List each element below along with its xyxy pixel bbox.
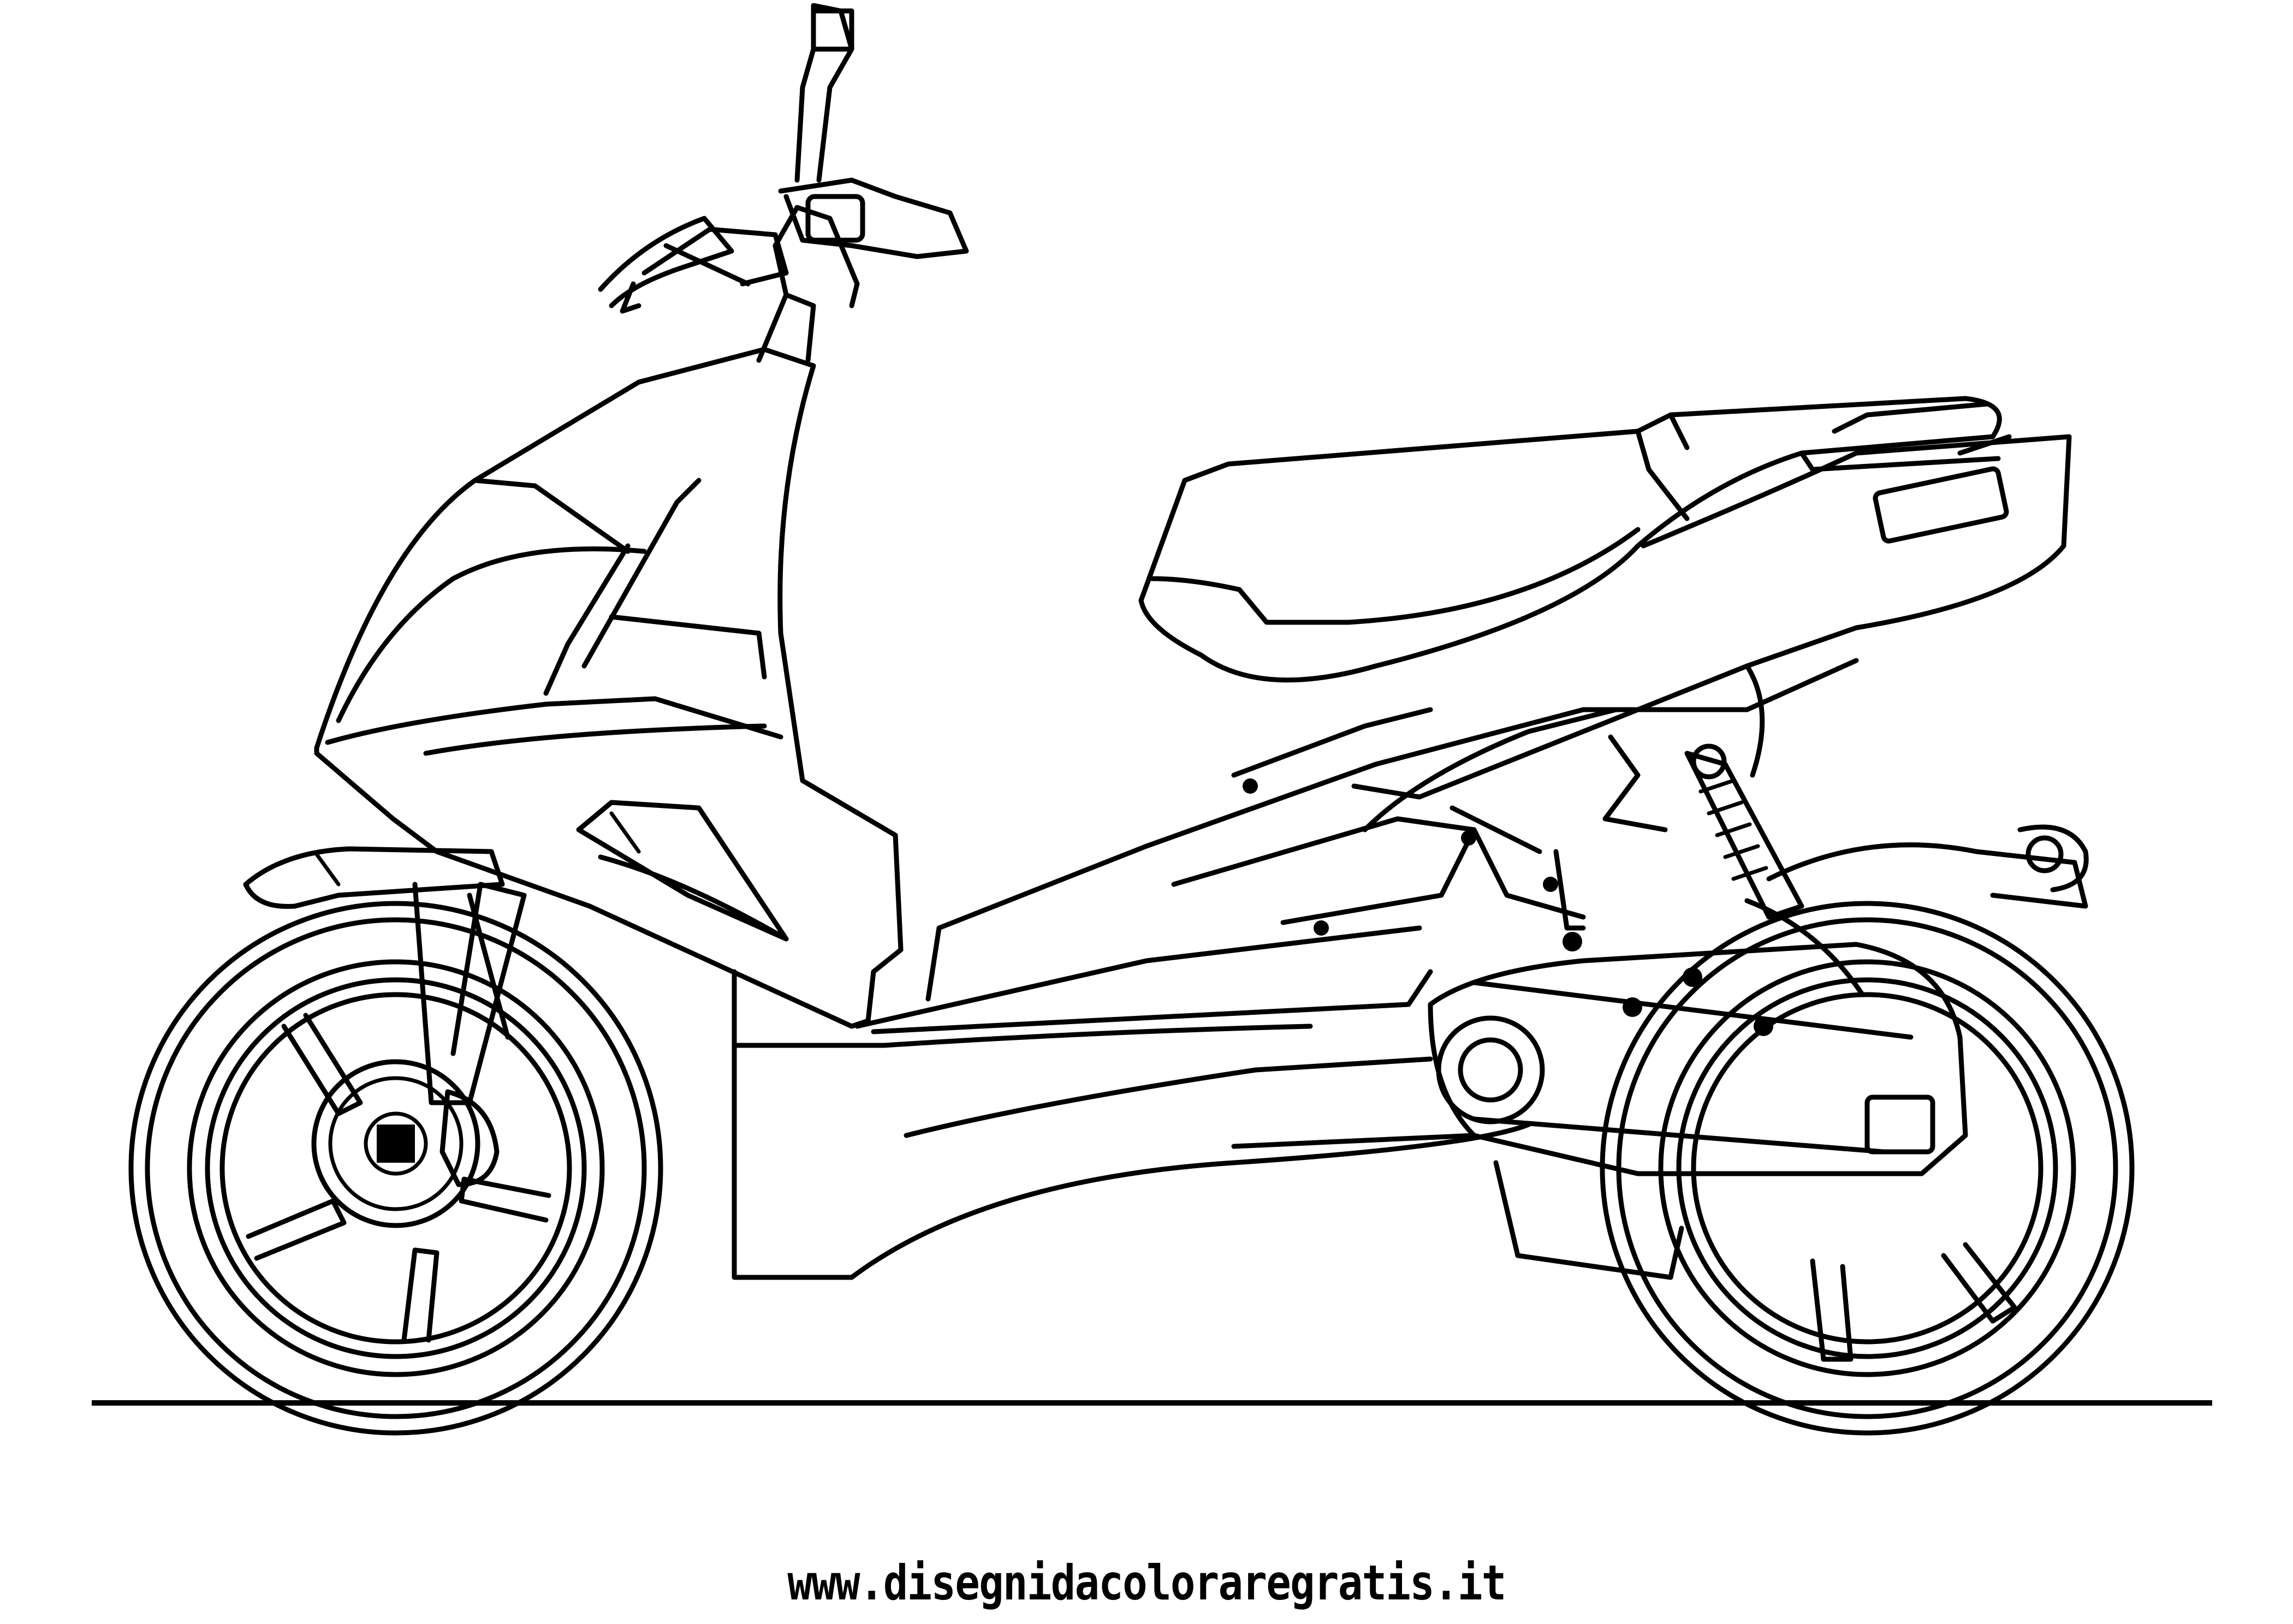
brake-disc [311,1059,480,1228]
rear-wheel [1600,901,2135,1436]
front-fairing [314,347,904,1029]
front-wheel [128,901,663,1436]
side-vent [576,800,789,942]
handlebar [598,3,969,363]
floorboard [732,925,1531,1280]
watermark-url: www.disegnidacoloraregratis.it [787,1555,1506,1611]
mirror [794,3,854,183]
seat [1138,396,2002,683]
rear-shock [1684,743,1804,920]
tail [1351,401,2072,800]
front-mudguard [243,846,505,909]
ground-line [92,1400,2212,1406]
rear-hugger [1766,842,2088,909]
tail-light [1873,466,2009,544]
body-panels [925,658,1859,1002]
engine-swingarm [1428,898,1968,1280]
